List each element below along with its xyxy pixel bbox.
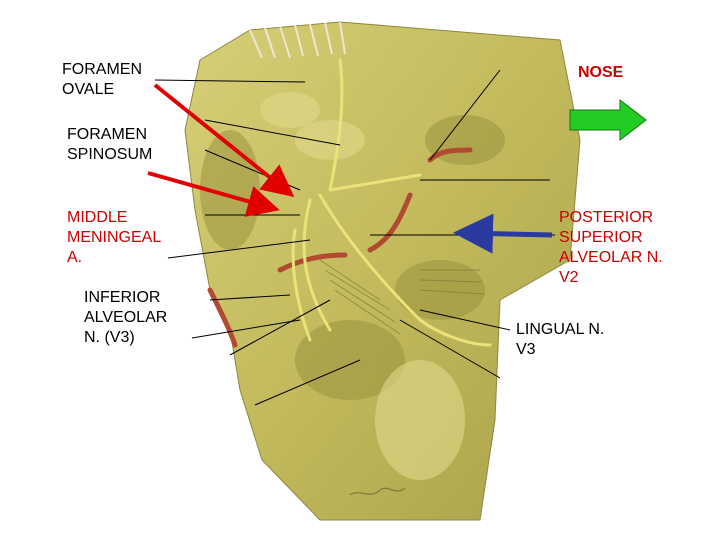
arrow-icon	[153, 83, 295, 198]
label-foramen-spinosum: FORAMEN SPINOSUM	[67, 126, 153, 163]
light-regions	[260, 92, 465, 480]
leader-lines	[154, 69, 555, 406]
arrow-left-icon	[453, 213, 553, 254]
label-middle-meningeal-artery: MIDDLE MENINGEAL A.	[67, 209, 162, 266]
superficial-fibers	[249, 21, 346, 59]
arrow-icon	[147, 171, 280, 217]
arrow-right-icon	[569, 98, 647, 142]
nerves	[291, 58, 492, 347]
artist-signature	[349, 487, 406, 496]
label-foramen-ovale: FORAMEN OVALE	[62, 61, 142, 98]
label-inferior-alveolar-nerve: INFERIOR ALVEOLAR N. (V3)	[84, 289, 168, 346]
label-lingual-nerve: LINGUAL N. V3	[516, 321, 605, 358]
muscle-fibers	[319, 259, 485, 335]
label-nose: NOSE	[578, 64, 624, 81]
arteries	[207, 147, 473, 348]
label-posterior-superior-alveolar-nerve: POSTERIOR SUPERIOR ALVEOLAR N. V2	[559, 209, 663, 286]
red-pointer-arrows	[147, 83, 295, 217]
